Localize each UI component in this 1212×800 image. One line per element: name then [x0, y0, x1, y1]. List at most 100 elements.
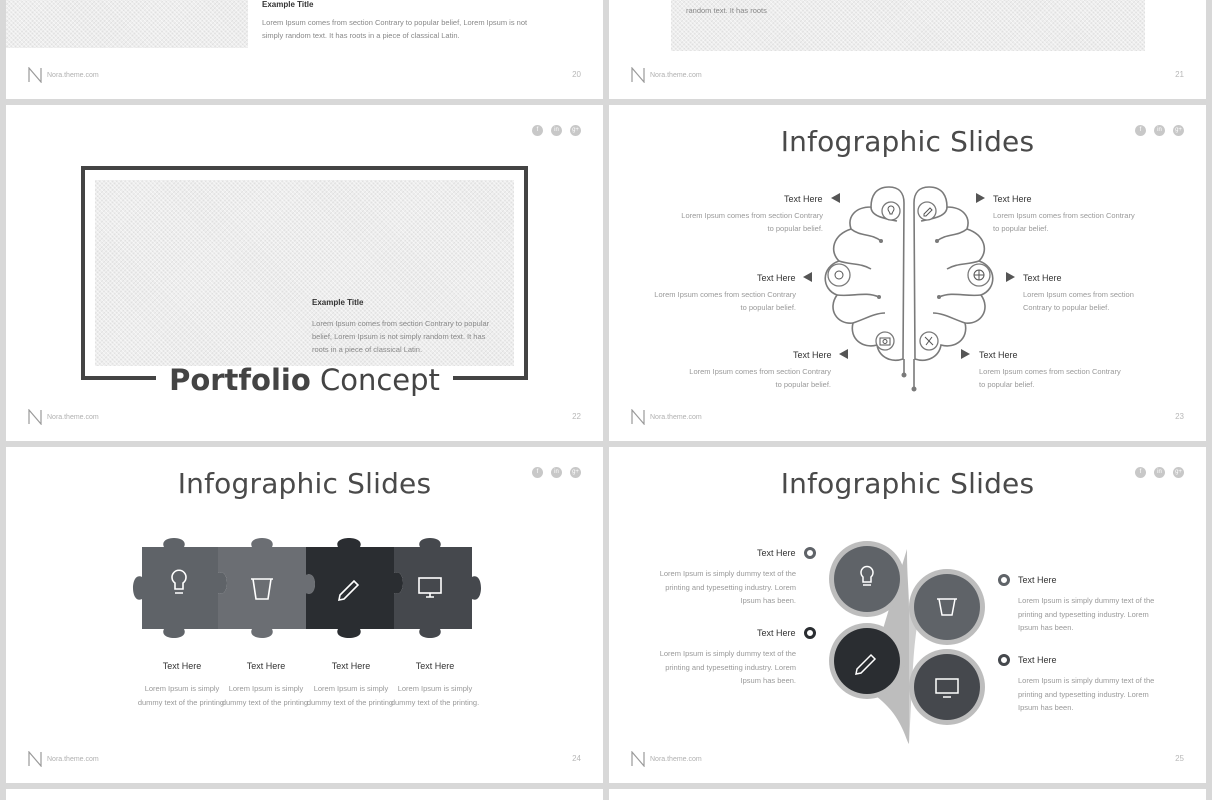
linkedin-icon[interactable]: in	[551, 125, 562, 136]
google-plus-icon[interactable]: g+	[1173, 125, 1184, 136]
footer-brand: Nora.theme.com	[650, 71, 702, 79]
item-label: Text Here	[757, 273, 796, 283]
arrow-left-icon	[839, 349, 848, 359]
slide-title: Infographic Slides	[780, 467, 1035, 500]
page-number: 24	[572, 754, 581, 763]
social-links: f in g+	[532, 467, 581, 478]
brain-diagram	[824, 186, 994, 392]
example-title: Example Title	[312, 298, 364, 307]
footer-brand: Nora.theme.com	[650, 413, 702, 421]
footer-logo: Nora.theme.com	[631, 409, 702, 425]
frame-bottom-right	[453, 376, 528, 380]
facebook-icon[interactable]: f	[1135, 467, 1146, 478]
bullet-ring	[804, 547, 816, 559]
facebook-icon[interactable]: f	[532, 467, 543, 478]
bullet-ring	[998, 574, 1010, 586]
item-label: Text Here	[784, 194, 823, 204]
item-label: Text Here	[993, 194, 1032, 204]
example-body: Lorem Ipsum comes from section Contrary …	[312, 319, 490, 354]
slide-23[interactable]: f in g+ Infographic Slides	[609, 105, 1206, 441]
slide-26[interactable]	[6, 789, 603, 800]
slide-21[interactable]: random text. It has roots Nora.theme.com…	[609, 0, 1206, 99]
footer-logo: Nora.theme.com	[631, 67, 702, 83]
item-desc: Lorem Ipsum comes from section Contrary …	[979, 367, 1121, 389]
piece-desc: Lorem Ipsum is simply dummy text of the …	[137, 684, 227, 707]
slide-24[interactable]: f in g+ Infographic Slides Text Here Lor…	[6, 447, 603, 783]
brand-n-icon	[631, 751, 645, 767]
piece-desc: Lorem Ipsum is simply dummy text of the …	[221, 684, 311, 707]
bullet-ring	[998, 654, 1010, 666]
social-links: f in g+	[532, 125, 581, 136]
item-desc: Lorem Ipsum comes from section Contrary …	[1023, 290, 1134, 312]
item-desc: Lorem Ipsum comes from section Contrary …	[654, 290, 796, 312]
linkedin-icon[interactable]: in	[551, 467, 562, 478]
bullet-ring	[804, 627, 816, 639]
image-placeholder	[95, 180, 514, 366]
page-number: 22	[572, 412, 581, 421]
piece-label: Text Here	[415, 661, 455, 671]
piece-label: Text Here	[246, 661, 286, 671]
arrow-right-icon	[961, 349, 970, 359]
slide-25[interactable]: f in g+ Infographic Slides	[609, 447, 1206, 783]
page-number: 21	[1175, 70, 1184, 79]
slide-27[interactable]	[609, 789, 1206, 800]
item-desc: Lorem Ipsum is simply dummy text of the …	[659, 569, 796, 605]
arrow-left-icon	[803, 272, 812, 282]
image-placeholder	[6, 0, 248, 48]
portfolio-title-bold: Portfolio	[169, 363, 311, 397]
brand-n-icon	[28, 67, 42, 83]
item-desc: Lorem Ipsum is simply dummy text of the …	[1018, 676, 1155, 712]
slide-title: Infographic Slides	[177, 467, 432, 500]
footer-brand: Nora.theme.com	[47, 71, 99, 79]
linkedin-icon[interactable]: in	[1154, 467, 1165, 478]
piece-label: Text Here	[331, 661, 371, 671]
circles-diagram	[829, 541, 985, 744]
facebook-icon[interactable]: f	[1135, 125, 1146, 136]
brand-n-icon	[631, 409, 645, 425]
slide-22[interactable]: f in g+ Example Title Lorem Ipsum comes …	[6, 105, 603, 441]
portfolio-title-rest: Concept	[310, 363, 440, 397]
google-plus-icon[interactable]: g+	[570, 467, 581, 478]
google-plus-icon[interactable]: g+	[1173, 467, 1184, 478]
brand-n-icon	[28, 409, 42, 425]
example-body: Lorem Ipsum comes from section Contrary …	[262, 18, 528, 40]
facebook-icon[interactable]: f	[532, 125, 543, 136]
brand-n-icon	[631, 67, 645, 83]
puzzle-piece-2	[218, 538, 315, 638]
item-label: Text Here	[757, 548, 796, 558]
item-desc: Lorem Ipsum is simply dummy text of the …	[659, 649, 796, 685]
arrow-right-icon	[1006, 272, 1015, 282]
puzzle-piece-4	[394, 538, 481, 638]
piece-desc: Lorem Ipsum is simply dummy text of the …	[390, 684, 480, 707]
item-label: Text Here	[757, 628, 796, 638]
footer-logo: Nora.theme.com	[28, 751, 99, 767]
slide-title: Infographic Slides	[780, 125, 1035, 158]
portfolio-frame	[81, 166, 528, 380]
item-label: Text Here	[1018, 575, 1057, 585]
arrow-right-icon	[976, 193, 985, 203]
item-desc: Lorem Ipsum is simply dummy text of the …	[1018, 596, 1155, 632]
brand-n-icon	[28, 751, 42, 767]
footer-brand: Nora.theme.com	[650, 755, 702, 763]
slide-20[interactable]: Example Title Lorem Ipsum comes from sec…	[6, 0, 603, 99]
example-title: Example Title	[262, 0, 314, 9]
piece-desc: Lorem Ipsum is simply dummy text of the …	[306, 684, 396, 707]
footer-brand: Nora.theme.com	[47, 755, 99, 763]
item-desc: Lorem Ipsum comes from section Contrary …	[689, 367, 831, 389]
item-label: Text Here	[979, 350, 1018, 360]
footer-logo: Nora.theme.com	[28, 409, 99, 425]
item-desc: Lorem Ipsum comes from section Contrary …	[681, 211, 823, 233]
piece-label: Text Here	[162, 661, 202, 671]
puzzle-diagram	[133, 538, 481, 638]
item-label: Text Here	[1023, 273, 1062, 283]
slide-body: random text. It has roots	[686, 6, 767, 15]
item-label: Text Here	[1018, 655, 1057, 665]
footer-brand: Nora.theme.com	[47, 413, 99, 421]
google-plus-icon[interactable]: g+	[570, 125, 581, 136]
social-links: f in g+	[1135, 125, 1184, 136]
puzzle-piece-1	[133, 538, 227, 638]
page-number: 25	[1175, 754, 1184, 763]
frame-bottom-left	[81, 376, 156, 380]
linkedin-icon[interactable]: in	[1154, 125, 1165, 136]
